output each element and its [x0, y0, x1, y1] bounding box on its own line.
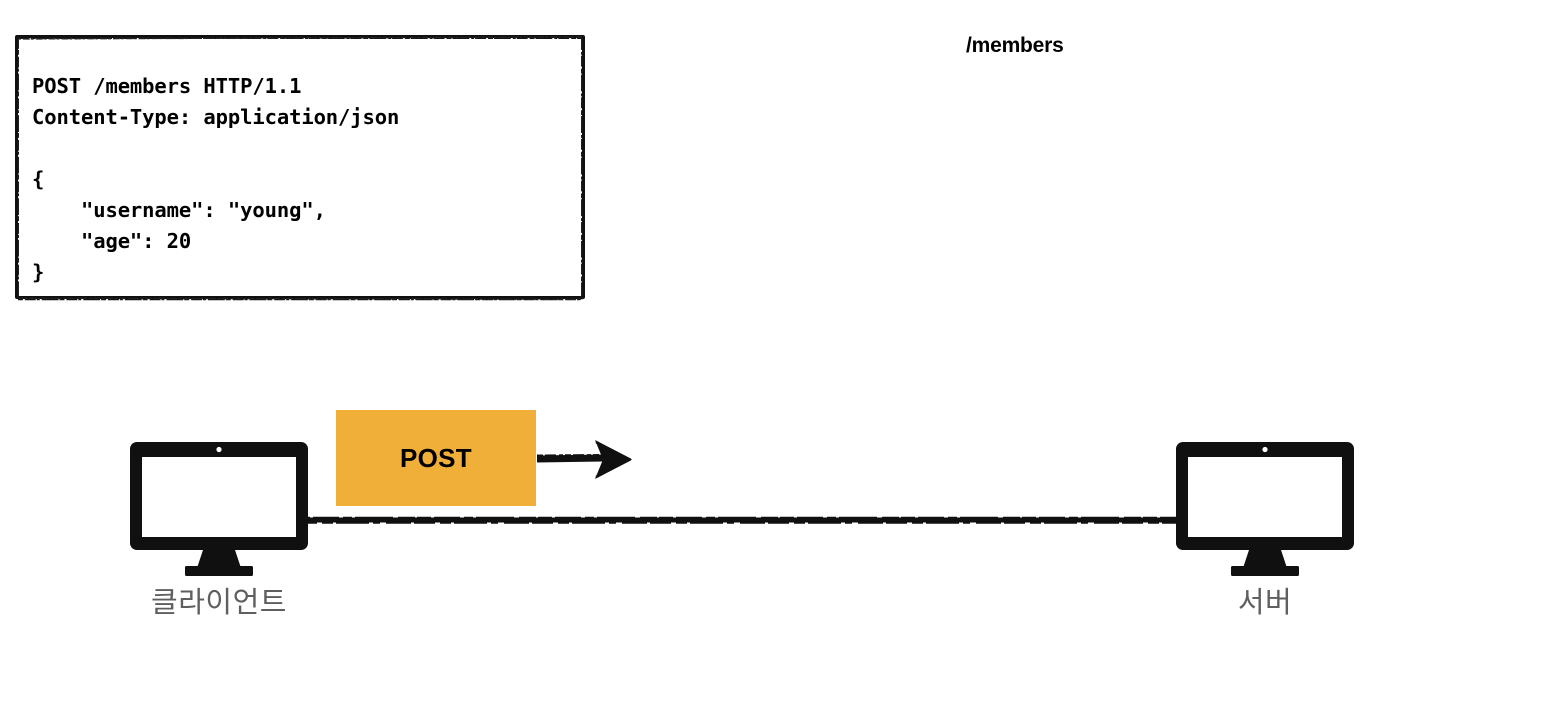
- endpoint-path-label: /members: [966, 34, 1064, 57]
- client-node-label: 클라이언트: [151, 587, 287, 619]
- desktop-monitor-icon: [130, 442, 308, 576]
- post-method-label: POST: [400, 442, 472, 473]
- server-node-label: 서버: [1237, 587, 1293, 619]
- post-method-badge: POST: [336, 410, 536, 506]
- http-request-box: POST /members HTTP/1.1 Content-Type: app…: [15, 35, 585, 301]
- client-node: 클라이언트: [104, 440, 334, 620]
- desktop-monitor-icon: [1176, 442, 1354, 576]
- client-server-connection-line: [296, 516, 1200, 524]
- server-node: 서버: [1150, 440, 1380, 620]
- http-request-text: POST /members HTTP/1.1 Content-Type: app…: [32, 73, 400, 284]
- request-direction-arrow-icon: [536, 440, 632, 479]
